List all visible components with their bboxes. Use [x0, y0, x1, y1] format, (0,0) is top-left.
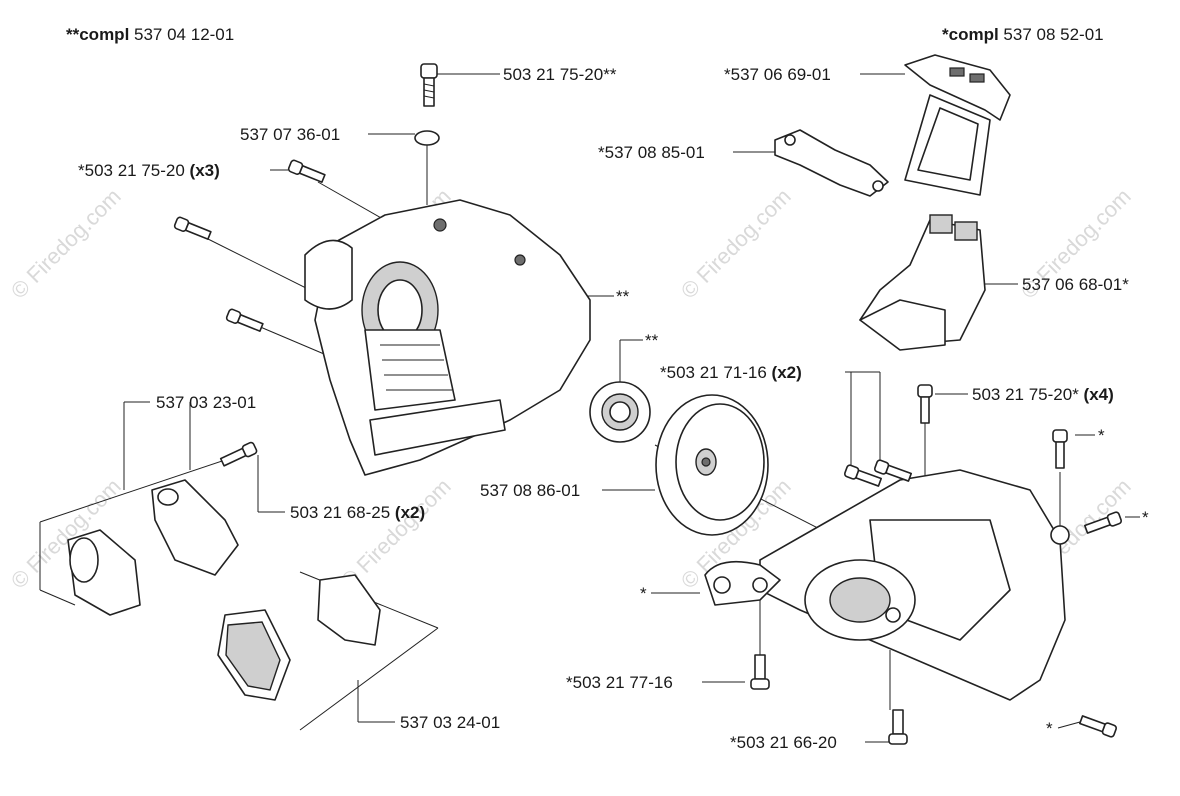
- part-label: *: [1098, 426, 1105, 445]
- part-label: *503 21 77-16: [566, 673, 673, 692]
- screw-icon: [1079, 715, 1118, 738]
- gasket-icon: [774, 129, 889, 197]
- screw-icon: [420, 63, 438, 107]
- intake-adapter-icon: [67, 479, 239, 616]
- part-label: *: [640, 584, 647, 603]
- part-label: 537 06 68-01*: [1022, 275, 1129, 294]
- part-label: *: [1046, 719, 1053, 738]
- watermark: © Firedog.com: [6, 184, 126, 304]
- part-label: **: [645, 331, 659, 350]
- crankcase-half-icon: [704, 469, 1070, 701]
- crankcase-half-icon: [304, 199, 591, 476]
- intake-cover-icon: [859, 214, 986, 351]
- screw-icon: [888, 709, 908, 745]
- kit-header-right: *compl 537 08 52-01: [942, 25, 1104, 44]
- flywheel-icon: [655, 394, 769, 536]
- part-label: *503 21 66-20: [730, 733, 837, 752]
- cover-icon: [904, 54, 1011, 196]
- part-label: *: [1142, 508, 1149, 527]
- kit-header-left: **compl 537 04 12-01: [66, 25, 234, 44]
- screw-icon: [219, 441, 258, 467]
- screw-icon: [287, 159, 326, 183]
- clip-icon: [414, 130, 440, 205]
- screw-icon: [173, 216, 212, 240]
- part-label: 503 21 75-20* (x4): [972, 385, 1114, 404]
- screw-icon: [873, 459, 912, 482]
- screw-icon: [1052, 429, 1068, 469]
- screw-icon: [843, 464, 882, 487]
- part-label: *537 06 69-01: [724, 65, 831, 84]
- part-label: 503 21 68-25 (x2): [290, 503, 425, 522]
- part-label: 537 03 23-01: [156, 393, 256, 412]
- screw-icon: [750, 654, 770, 690]
- screw-icon: [917, 384, 933, 424]
- part-label: *537 08 85-01: [598, 143, 705, 162]
- part-label: 537 07 36-01: [240, 125, 340, 144]
- watermark: © Firedog.com: [676, 184, 796, 304]
- bearing-icon: [589, 381, 651, 443]
- part-label: 503 21 75-20**: [503, 65, 617, 84]
- part-label: 537 03 24-01: [400, 713, 500, 732]
- part-label: *503 21 75-20 (x3): [78, 161, 220, 180]
- sleeve-icon: [217, 574, 381, 701]
- part-label: **: [616, 287, 630, 306]
- part-label: *503 21 71-16 (x2): [660, 363, 802, 382]
- screw-icon: [225, 308, 264, 332]
- screw-icon: [1084, 511, 1123, 534]
- part-label: 537 08 86-01: [480, 481, 580, 500]
